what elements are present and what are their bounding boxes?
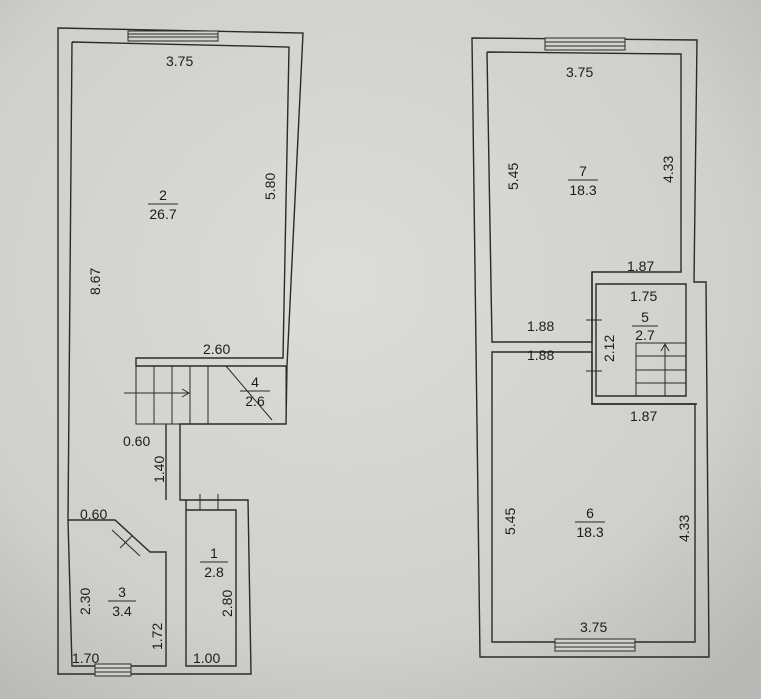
dim-room5-height: 2.12 [601,335,617,362]
room-2-number: 2 [159,187,167,203]
room-label-6: 6 18.3 [575,505,605,540]
dim-room1-height: 2.80 [219,590,235,617]
room-label-7: 7 18.3 [568,163,598,198]
right-outer-wall [471,37,710,658]
dim-bottom-width-right: 3.75 [580,619,607,635]
window-bottom-right [554,638,636,652]
window-top-left [127,30,219,42]
dim-hall-upper: 1.88 [527,318,554,334]
right-floor-plan: 3.75 5.45 4.33 1.87 1.75 2.12 1.88 1.88 … [471,37,710,658]
dim-room3-bottom: 1.70 [72,650,99,666]
dim-room6-right: 4.33 [676,515,692,542]
room-7-area: 18.3 [569,182,596,198]
dim-room7-left: 5.45 [505,163,521,190]
room-1-number: 1 [210,545,218,561]
dim-corridor-width: 0.60 [123,433,150,449]
room6-wall [491,351,696,643]
room-3-number: 3 [118,584,126,600]
dim-room3-top: 0.60 [80,506,107,522]
room-3-area: 3.4 [112,603,132,619]
dim-room7-right: 4.33 [660,156,676,183]
room-2-area: 26.7 [149,206,176,222]
room-7-number: 7 [579,163,587,179]
room-5-area: 2.7 [635,327,655,343]
room-label-2: 2 26.7 [148,187,178,222]
stair-block [124,365,287,425]
door-room3 [111,529,141,557]
window-top-right [544,37,626,51]
dim-total-height: 8.67 [87,268,103,295]
dim-room2-height: 5.80 [262,173,278,200]
room-1-area: 2.8 [204,564,224,580]
room-label-4: 4 2.6 [240,374,270,409]
dim-room3-height: 2.30 [77,588,93,615]
room-4-number: 4 [251,374,259,390]
dim-top-width-right: 3.75 [566,64,593,80]
corridor-wall [165,424,237,667]
stair-room5 [635,342,687,397]
room-6-number: 6 [586,505,594,521]
dim-stair-width: 2.60 [203,341,230,357]
dim-room6-left: 5.45 [502,508,518,535]
dim-room7-bottom: 1.87 [627,258,654,274]
dim-room3-inner: 1.72 [149,623,165,650]
dim-top-width-left: 3.75 [166,53,193,69]
room-6-area: 18.3 [576,524,603,540]
left-floor-plan: 3.75 5.80 8.67 2.60 0.60 1.40 0.60 2.30 … [57,27,304,677]
room-5-number: 5 [641,309,649,325]
dim-room1-bottom: 1.00 [193,650,220,666]
room-label-3: 3 3.4 [108,584,136,619]
room-4-area: 2.6 [245,393,265,409]
dim-hall-lower: 1.88 [527,347,554,363]
room-label-5: 5 2.7 [632,309,658,343]
dim-room6-top: 1.87 [630,408,657,424]
dim-corridor-length: 1.40 [151,456,167,483]
room-label-1: 1 2.8 [200,545,228,580]
dim-room5-top: 1.75 [630,288,657,304]
door-room3-tick [119,535,133,549]
window-bottom-left [94,663,132,677]
left-outer-wall [57,27,304,675]
